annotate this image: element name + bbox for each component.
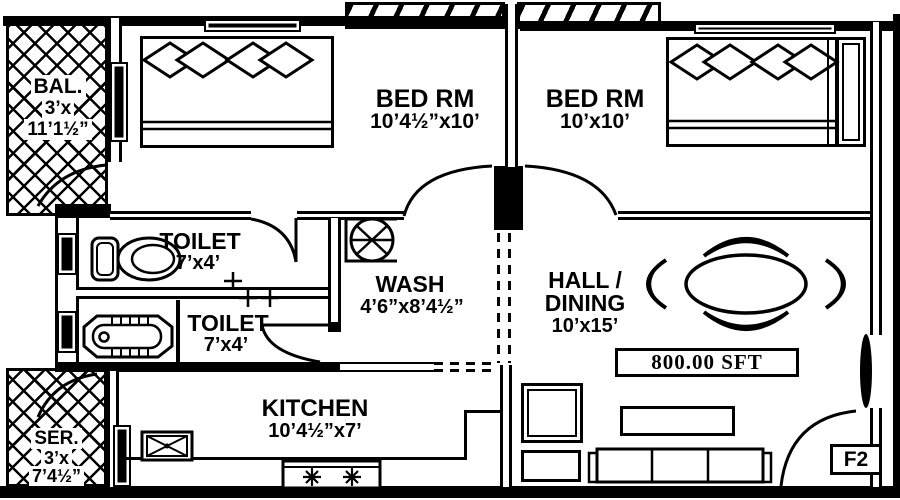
wall-balcony-bottom-block <box>55 204 111 218</box>
wall-bottom <box>0 486 900 498</box>
door-arc-main-entrance <box>779 409 857 487</box>
wash-kitchen-dashed-top <box>434 362 498 365</box>
dining-set-icon <box>646 237 846 331</box>
kitchen-counter-top <box>464 410 502 413</box>
room-label-service: SER. <box>8 428 105 449</box>
wall-right-outer <box>893 14 900 498</box>
room-label-kitchen: KITCHEN <box>261 395 369 422</box>
room-label-balcony: BAL. <box>8 75 108 98</box>
wall-mid-c <box>618 211 870 220</box>
wc-icon <box>90 236 182 282</box>
window-bar-bed1-icon <box>204 19 301 32</box>
wall-toilet-divider <box>76 287 328 299</box>
room-label-wash: WASH <box>375 271 445 297</box>
room-dim-toilet1: 7’x4’ <box>175 252 221 274</box>
bed2-pillows-icon <box>667 39 840 145</box>
hall-chair-icon <box>521 383 583 443</box>
door-arc-balcony <box>36 163 107 207</box>
wash-kitchen-threshold <box>340 362 434 372</box>
door-arc-service <box>36 372 98 418</box>
room-label-hall-line2: DINING <box>544 290 626 316</box>
kitchen-counter-edge <box>119 457 467 460</box>
window-toilet2-icon <box>57 311 77 353</box>
wall-hall-east-upper <box>870 22 882 335</box>
kitchen-sink-icon <box>140 430 194 462</box>
room-dim-service-l: 7’4½” <box>8 466 105 486</box>
wash-kitchen-dashed-bottom <box>434 369 498 372</box>
room-dim-bedroom1: 10’4½”x10’ <box>370 110 480 133</box>
wash-basin-icon <box>344 217 397 263</box>
room-dim-balcony-w: 3’x <box>8 98 108 119</box>
stove-icon <box>281 459 382 490</box>
room-dim-hall: 10’x15’ <box>551 315 619 337</box>
sofa-icon <box>587 447 773 484</box>
room-dim-bedroom2: 10’x10’ <box>559 110 631 133</box>
room-label-bedroom2: BED RM <box>545 85 645 113</box>
window-balcony-bed1-icon <box>110 62 128 142</box>
wash-hall-dashed-left <box>497 233 500 363</box>
room-dim-wash: 4’6”x8’4½” <box>360 296 464 318</box>
window-bedroom2-top-icon <box>517 2 661 29</box>
main-door-leaf-icon <box>860 334 872 408</box>
room-label-bedroom1: BED RM <box>375 85 475 113</box>
kitchen-counter-return <box>464 412 467 460</box>
wall-toilet2-inner <box>176 300 180 363</box>
room-label-toilet2: TOILET <box>187 310 269 336</box>
bathtub-icon <box>82 314 174 359</box>
room-label-hall-line1: HALL / <box>548 267 622 293</box>
wall-center-pillar <box>494 166 523 230</box>
room-dim-balcony-l: 11’1½” <box>8 119 108 140</box>
wash-hall-dashed-right <box>508 233 511 363</box>
window-kitchen-icon <box>113 425 131 487</box>
door-arc-toilet2 <box>260 323 328 364</box>
window-toilet1-icon <box>57 233 77 275</box>
wall-kitchen-hall <box>500 365 512 487</box>
window-bedroom1-top-icon <box>345 2 505 29</box>
hall-side-table-icon <box>521 450 581 482</box>
door-arc-bedroom2 <box>524 164 618 216</box>
room-dim-kitchen: 10’4½”x7’ <box>268 420 362 442</box>
total-area-badge: 800.00 SFT <box>615 348 799 377</box>
door-arc-toilet1 <box>250 217 298 263</box>
wall-lower-mid <box>55 362 342 372</box>
total-area-label: 800.00 SFT <box>651 350 763 374</box>
room-dim-toilet2: 7’x4’ <box>203 334 249 356</box>
wall-bedroom-divider <box>505 4 518 167</box>
window-bar-bed2-icon <box>694 23 836 34</box>
wall-mid-a <box>110 211 251 220</box>
room-dim-service-w: 3’x <box>8 448 105 468</box>
door-arc-bedroom1 <box>402 164 493 217</box>
wall-toilet2-door-cap <box>328 322 341 332</box>
wall-toilets-east <box>328 218 341 330</box>
bed2-side-table-icon <box>836 37 866 147</box>
shower-cross-icons <box>224 272 279 307</box>
bed1-pillows-icon <box>141 41 333 131</box>
room-label-toilet1: TOILET <box>159 228 241 254</box>
unit-badge: F2 <box>830 444 882 475</box>
unit-label: F2 <box>843 447 869 471</box>
hall-tv-table-icon <box>620 406 735 436</box>
